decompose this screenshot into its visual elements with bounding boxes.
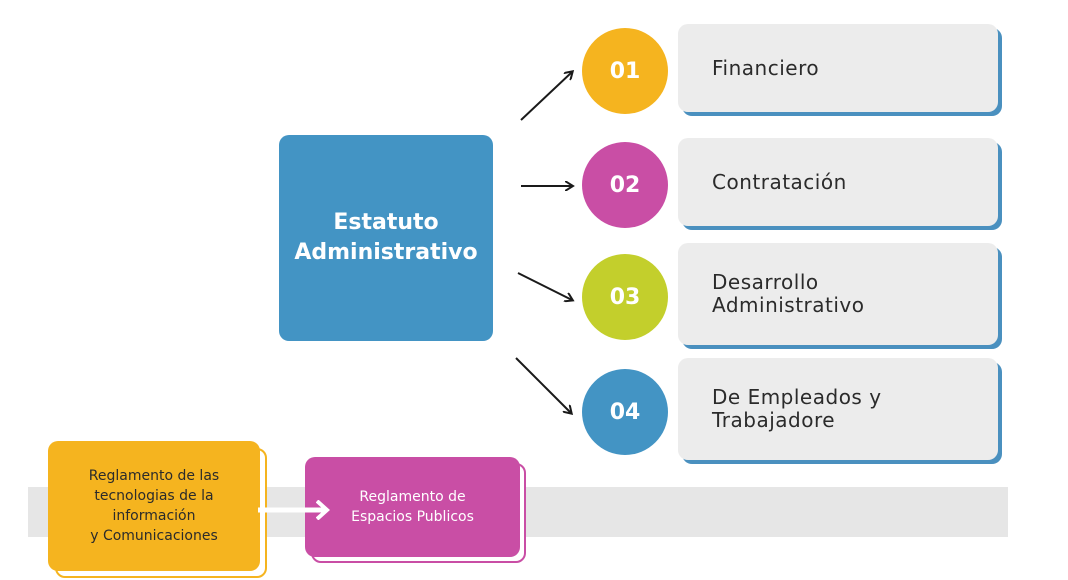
reglamento-espacios-line-1: Reglamento de [359,489,466,505]
card-financiero: Financiero [678,24,998,112]
reglamento-espacios-box: Reglamento de Espacios Publicos [305,457,520,557]
card-label-line-2: Administrativo [712,293,865,317]
number-circle-03: 03 [582,254,668,340]
arrow-to-04 [515,357,571,413]
number-circle-04: 04 [582,369,668,455]
card-label-line-2: Trabajadore [712,408,836,432]
card-label: Financiero [712,55,820,80]
reglamento-tic-box: Reglamento de las tecnologias de la info… [48,441,260,571]
card-desarrollo-administrativo: Desarrollo Administrativo [678,243,998,345]
main-box-label: Estatuto Administrativo [294,208,477,268]
arrow-to-03 [517,272,572,300]
reglamento-tic-line-1: Reglamento de las [88,468,220,484]
main-box-line-2: Administrativo [294,240,478,265]
card-empleados-trabajadores: De Empleados y Trabajadore [678,358,998,460]
reglamento-espacios-line-2: Espacios Publicos [351,509,474,525]
reglamento-tic-line-3: información [112,508,196,524]
card-contratacion: Contratación [678,138,998,226]
estatuto-administrativo-box: Estatuto Administrativo [279,135,493,341]
card-label: Contratación [712,169,847,194]
main-box-line-1: Estatuto [333,210,439,235]
arrow-to-01 [520,72,572,121]
card-label-line-1: De Empleados y [712,385,882,409]
number-circle-01: 01 [582,28,668,114]
reglamento-tic-line-2: tecnologias de la [94,488,214,504]
number-circle-02: 02 [582,142,668,228]
card-label-line-1: Desarrollo [712,270,819,294]
reglamento-tic-line-4: y Comunicaciones [90,528,218,544]
